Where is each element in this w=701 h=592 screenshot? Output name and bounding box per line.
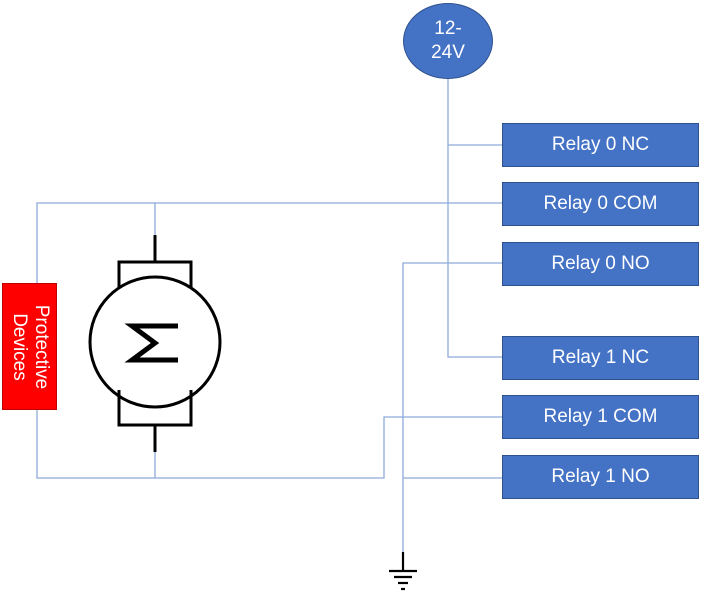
supply-label-line1: 12- <box>434 18 462 39</box>
protective-label-line1: Protective <box>30 304 52 389</box>
protective-label-line2: Devices <box>8 312 30 381</box>
relay-0-com-box: Relay 0 COM <box>502 182 699 226</box>
wire-relay1-com <box>36 410 502 479</box>
relay-0-nc-box: Relay 0 NC <box>502 123 699 167</box>
wire-relay0-no <box>402 262 502 552</box>
relay-label: Relay 1 COM <box>543 406 658 427</box>
relay-label: Relay 0 NO <box>551 253 650 274</box>
supply-label-line2: 24V <box>431 42 465 63</box>
relay-1-com-box: Relay 1 COM <box>502 395 699 439</box>
ground-symbol-icon <box>389 552 417 591</box>
relay-label: Relay 0 NC <box>551 134 650 155</box>
relay-1-nc-box: Relay 1 NC <box>502 336 699 380</box>
relay-1-no-box: Relay 1 NO <box>502 455 699 499</box>
power-supply-node: 12- 24V <box>403 3 493 79</box>
protective-devices-box: Protective Devices <box>2 283 57 410</box>
relay-label: Relay 1 NO <box>551 466 650 487</box>
relay-label: Relay 1 NC <box>551 347 650 368</box>
wire-relay0-com <box>36 202 502 283</box>
relay-label: Relay 0 COM <box>543 193 658 214</box>
relay-0-no-box: Relay 0 NO <box>502 242 699 286</box>
protective-devices-label: Protective Devices <box>8 304 52 388</box>
dc-motor-icon <box>88 235 222 452</box>
supply-bus-wire <box>447 79 502 358</box>
